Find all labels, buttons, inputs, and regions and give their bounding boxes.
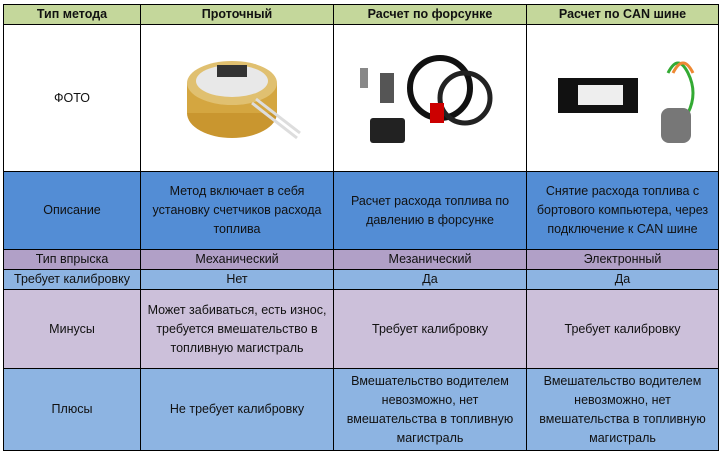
- calibration-row: Требует калибровку Нет Да Да: [3, 269, 719, 290]
- injector-kit-image: [333, 24, 527, 172]
- pluses-label: Плюсы: [3, 368, 141, 451]
- description-can: Снятие расхода топлива с бортового компь…: [526, 171, 719, 250]
- header-method-type: Тип метода: [3, 4, 141, 25]
- pluses-flow: Не требует калибровку: [140, 368, 334, 451]
- injection-row: Тип впрыска Механический Мезанический Эл…: [3, 249, 719, 270]
- calibration-can: Да: [526, 269, 719, 290]
- minuses-row: Минусы Может забиваться, есть износ, тре…: [3, 289, 719, 369]
- description-flow: Метод включает в себя установку счетчико…: [140, 171, 334, 250]
- injection-can: Электронный: [526, 249, 719, 270]
- header-can: Расчет по CAN шине: [526, 4, 719, 25]
- minuses-injector: Требует калибровку: [333, 289, 527, 369]
- injection-injector: Мезанический: [333, 249, 527, 270]
- calibration-flow: Нет: [140, 269, 334, 290]
- injection-flow: Механический: [140, 249, 334, 270]
- minuses-label: Минусы: [3, 289, 141, 369]
- header-row: Тип метода Проточный Расчет по форсунке …: [3, 4, 719, 25]
- header-injector: Расчет по форсунке: [333, 4, 527, 25]
- pluses-can: Вмешательство водителем невозможно, нет …: [526, 368, 719, 451]
- can-module-image: [526, 24, 719, 172]
- description-row: Описание Метод включает в себя установку…: [3, 171, 719, 250]
- minuses-can: Требует калибровку: [526, 289, 719, 369]
- comparison-table: Тип метода Проточный Расчет по форсунке …: [3, 4, 719, 451]
- calibration-label: Требует калибровку: [3, 269, 141, 290]
- minuses-flow: Может забиваться, есть износ, требуется …: [140, 289, 334, 369]
- pluses-injector: Вмешательство водителем невозможно, нет …: [333, 368, 527, 451]
- photo-label: ФОТО: [3, 24, 141, 172]
- pluses-row: Плюсы Не требует калибровку Вмешательств…: [3, 368, 719, 451]
- injection-label: Тип впрыска: [3, 249, 141, 270]
- calibration-injector: Да: [333, 269, 527, 290]
- description-label: Описание: [3, 171, 141, 250]
- flow-meter-image: [140, 24, 334, 172]
- header-flow: Проточный: [140, 4, 334, 25]
- photo-row: ФОТО: [3, 24, 719, 172]
- description-injector: Расчет расхода топлива по давлению в фор…: [333, 171, 527, 250]
